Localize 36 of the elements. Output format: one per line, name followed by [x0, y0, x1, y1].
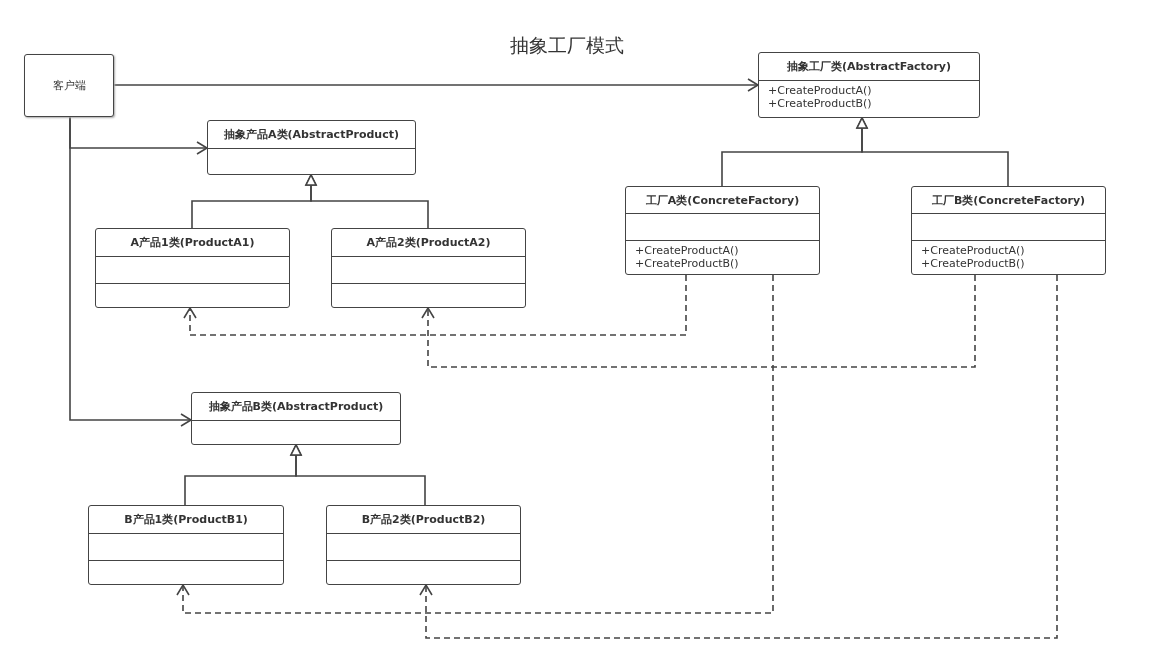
client-box [24, 54, 114, 117]
class-box [207, 120, 416, 175]
class-box [758, 52, 980, 118]
class-name: 工厂A类(ConcreteFactory) [626, 187, 819, 214]
dependency-arrow [421, 274, 976, 368]
dependency-arrow [176, 274, 774, 614]
association-arrow [113, 78, 759, 92]
method-text: +CreateProductB() [634, 257, 740, 270]
class-box [88, 505, 284, 585]
class-box [625, 186, 820, 275]
dependency-arrow [183, 274, 687, 336]
class-name: 抽象产品A类(AbstractProduct) [208, 121, 415, 149]
class-box [331, 228, 526, 308]
class-name: A产品2类(ProductA2) [332, 229, 525, 257]
method-text: +CreateProductA() [767, 84, 873, 97]
class-name: B产品1类(ProductB1) [89, 506, 283, 534]
association-arrow [69, 116, 192, 427]
class-name: B产品2类(ProductB2) [327, 506, 520, 534]
inheritance-arrow [856, 117, 1009, 187]
method-text: +CreateProductA() [634, 244, 740, 257]
inheritance-arrow [305, 174, 429, 229]
method-text: +CreateProductB() [767, 97, 873, 110]
class-name: 抽象产品B类(AbstractProduct) [192, 393, 400, 421]
diagram-title: 抽象工厂模式 [510, 33, 624, 58]
class-box [326, 505, 521, 585]
class-box [191, 392, 401, 445]
method-text: +CreateProductB() [920, 257, 1026, 270]
method-text: +CreateProductA() [920, 244, 1026, 257]
inheritance-arrow [290, 444, 426, 506]
class-name: 抽象工厂类(AbstractFactory) [759, 53, 979, 81]
class-name: 工厂B类(ConcreteFactory) [912, 187, 1105, 214]
class-name: A产品1类(ProductA1) [96, 229, 289, 257]
class-box [95, 228, 290, 308]
dependency-arrow [419, 274, 1058, 639]
node-label: 客户端 [52, 78, 86, 93]
class-box [911, 186, 1106, 275]
